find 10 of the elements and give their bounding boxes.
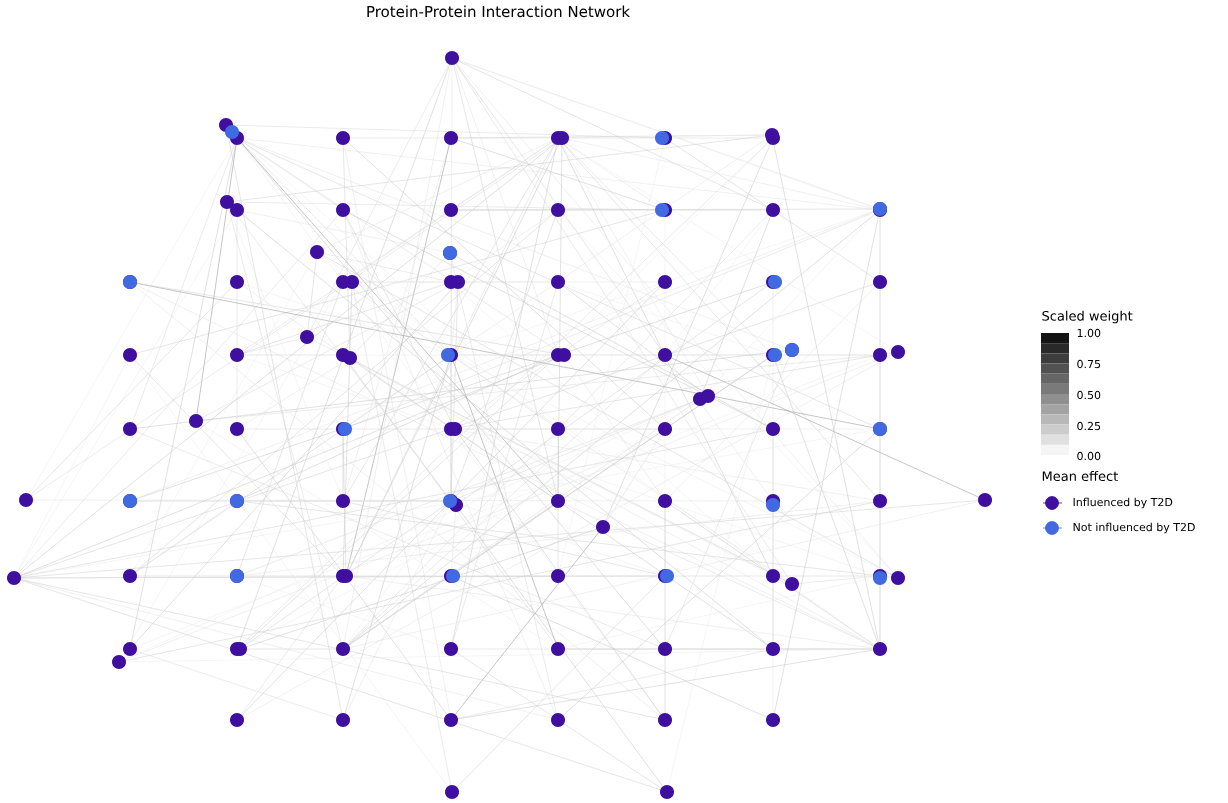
tick-label: 0.25 xyxy=(1077,421,1101,431)
legend-title: Mean effect xyxy=(1042,470,1118,482)
tick-label: 1.00 xyxy=(1077,328,1101,338)
tick-label: 0.00 xyxy=(1077,451,1101,461)
legend-title: Scaled weight xyxy=(1042,310,1133,324)
title: Protein-Protein Interaction Network xyxy=(367,5,630,18)
tick-label: 0.50 xyxy=(1077,390,1101,400)
legend-label: Not influenced by T2D xyxy=(1073,522,1195,534)
legend-label: Influenced by T2D xyxy=(1073,497,1173,509)
tick-label: 0.75 xyxy=(1077,359,1101,369)
